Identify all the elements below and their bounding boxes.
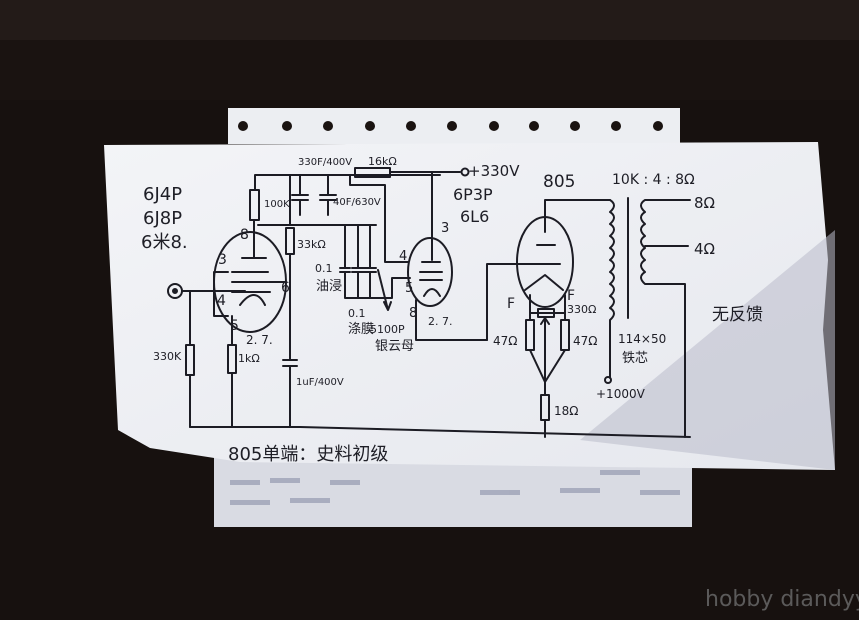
label-1uf: 1uF/400V [296, 377, 344, 388]
driver-type-1: 6J4P [143, 184, 182, 205]
label-47-left: 47Ω [493, 334, 517, 348]
label-33k: 33kΩ [297, 238, 326, 251]
driver-type-2: 6J8P [143, 208, 182, 229]
label-hv: +1000V [596, 387, 646, 401]
pin2-heater: 2. 7. [428, 315, 453, 328]
desk [0, 40, 859, 100]
label-oil-note: 油浸 [316, 279, 342, 294]
filament-left: F [507, 296, 515, 312]
transformer-core-note: 铁芯 [622, 351, 648, 366]
tap-8-ohm: 8Ω [694, 194, 715, 212]
label-18ohm: 18Ω [554, 404, 578, 418]
label-330ohm: 330Ω [567, 303, 596, 316]
label-1k: 1kΩ [238, 352, 260, 365]
label-film-note: 涤膜 [348, 322, 374, 337]
caption: 805单端：史料初级 [228, 444, 388, 465]
pin2-g1: 5 [405, 281, 413, 296]
no-feedback-note: 无反馈 [712, 305, 763, 325]
label-b-plus: +330V [468, 162, 520, 180]
label-330k: 330K [153, 350, 182, 363]
watermark: hobby diandyy.net [705, 587, 859, 612]
driver-type-3: 6米8. [141, 232, 188, 253]
desk-edge [0, 0, 859, 40]
pin2-plate: 3 [441, 221, 449, 236]
label-16k: 16kΩ [368, 155, 397, 168]
pin-heater: 2. 7. [246, 333, 273, 347]
label-100k: 100K [264, 199, 290, 210]
label-47-right: 47Ω [573, 334, 597, 348]
transformer-core: 114×50 [618, 332, 666, 346]
label-330f: 330F/400V [298, 157, 352, 168]
label-film-value: 0.1 [348, 307, 366, 320]
transformer-ratio: 10K : 4 : 8Ω [612, 172, 695, 188]
pin-g3: 6 [281, 280, 290, 296]
label-mica-value: 5100P [370, 323, 405, 336]
second-tube-type-1: 6P3P [453, 185, 493, 204]
shadow [580, 230, 835, 470]
second-tube-type-2: 6L6 [460, 207, 489, 226]
label-40f: 40F/630V [333, 197, 381, 208]
label-oil-value: 0.1 [315, 262, 333, 275]
pin-plate: 8 [240, 227, 249, 243]
pin2-k: 8 [409, 306, 417, 321]
tap-4-ohm: 4Ω [694, 240, 715, 258]
pin-g1: 4 [217, 293, 226, 309]
pin-g2: 3 [218, 252, 227, 268]
pin-k: 5 [230, 318, 239, 334]
perforated-strip [228, 108, 680, 144]
label-mica-note: 银云母 [375, 339, 414, 354]
pin2-g2: 4 [399, 249, 407, 264]
circuit-wiring [167, 167, 691, 438]
filament-right: F [567, 288, 575, 304]
output-tube-type: 805 [543, 172, 575, 192]
